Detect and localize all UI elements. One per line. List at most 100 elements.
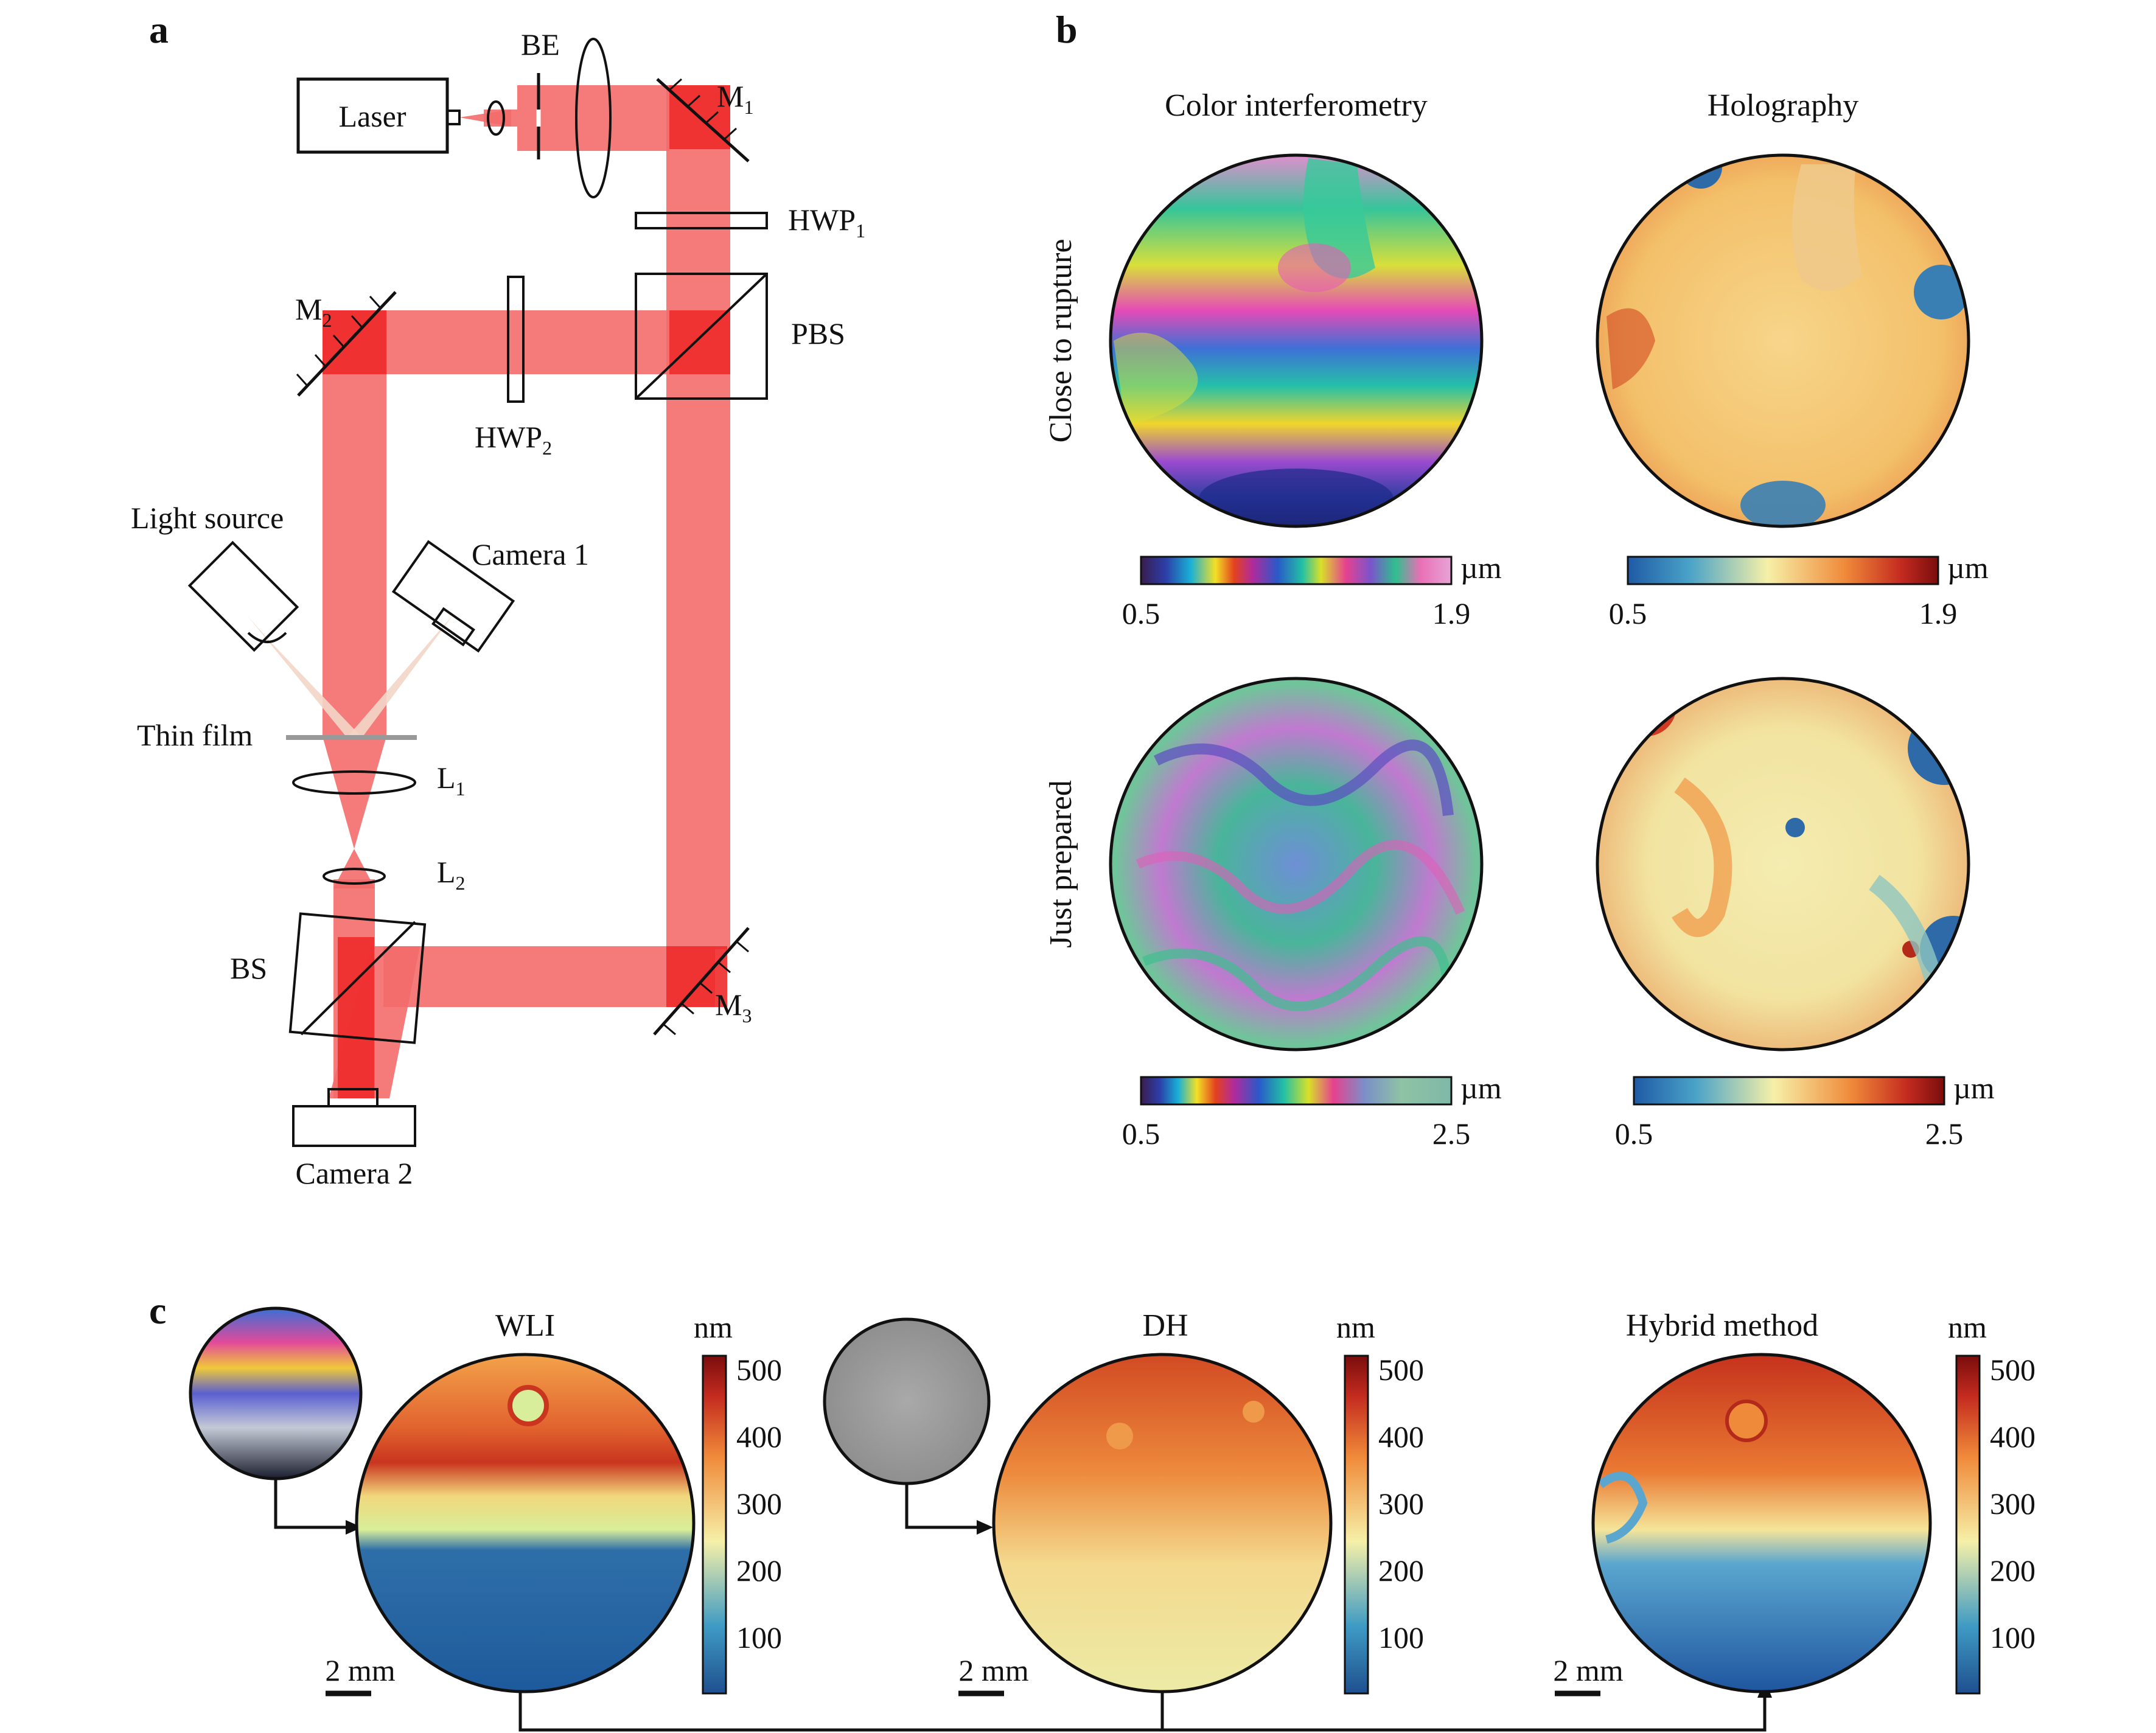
h-row2-max: 2.5 <box>1925 1117 1964 1151</box>
wli-tick-200: 200 <box>736 1553 782 1588</box>
wli-tick-300: 300 <box>736 1487 782 1521</box>
wli-tick-100: 100 <box>736 1620 782 1655</box>
hwp1-label: HWP1 <box>788 203 865 242</box>
map-hybrid <box>1591 1353 1932 1693</box>
bs-label: BS <box>230 951 267 985</box>
pbs-label: PBS <box>791 316 845 350</box>
mirror-m2 <box>296 291 397 397</box>
dh-inset <box>823 1317 993 1535</box>
h-row1-min: 0.5 <box>1609 596 1647 630</box>
m2-overlap <box>323 310 386 374</box>
map-dh <box>992 1353 1333 1693</box>
ci-row2-min: 0.5 <box>1122 1117 1160 1151</box>
colorbar-h-row2: 0.5 2.5 µm <box>1615 1071 1995 1151</box>
dh-tick-400: 400 <box>1378 1420 1424 1454</box>
m3-overlap <box>666 946 727 1007</box>
l1-label: L1 <box>437 761 466 800</box>
dh-tick-200: 200 <box>1378 1553 1424 1588</box>
h-row1-max: 1.9 <box>1919 596 1958 630</box>
hybrid-tick-100: 100 <box>1990 1620 2036 1655</box>
beam-splitter <box>288 912 427 1044</box>
camera-1 <box>391 540 515 653</box>
colorbar-h-row1: 0.5 1.9 µm <box>1609 551 1989 630</box>
hybrid-tick-300: 300 <box>1990 1487 2036 1521</box>
hybrid-title: Hybrid method <box>1626 1308 1818 1343</box>
m1-label: M1 <box>717 79 753 118</box>
mirror-m3 <box>653 927 750 1036</box>
hybrid-unit: nm <box>1948 1310 1987 1344</box>
hybrid-tick-400: 400 <box>1990 1420 2036 1454</box>
ci-row1-min: 0.5 <box>1122 596 1160 630</box>
be-lens-small <box>487 100 505 136</box>
map-holography-just-prepared <box>1596 677 1970 1051</box>
vertical-beam-left <box>323 310 386 736</box>
row-title-just-prepared: Just prepared <box>1044 780 1078 948</box>
expanded-beam <box>517 85 669 151</box>
wli-inset <box>189 1306 363 1535</box>
wli-tick-500: 500 <box>736 1353 782 1387</box>
colorbar-ci-row2: 0.5 2.5 µm <box>1122 1071 1502 1151</box>
h-row2-min: 0.5 <box>1615 1117 1653 1151</box>
ci-row2-unit: µm <box>1460 1071 1502 1105</box>
light-source <box>187 540 299 652</box>
scale-bar-dh-label: 2 mm <box>958 1653 1028 1687</box>
reference-beam <box>383 946 715 1007</box>
h-row2-unit: µm <box>1953 1071 1995 1105</box>
colorbar-wli: 500 400 300 200 100 nm <box>694 1310 782 1695</box>
map-color-interferometry-close-to-rupture <box>1109 153 1484 528</box>
column-title-color-interferometry: Color interferometry <box>1165 88 1428 123</box>
scale-bar-wli-label: 2 mm <box>325 1653 395 1687</box>
h-row1-unit: µm <box>1947 551 1989 585</box>
colorbar-ci-row1: 0.5 1.9 µm <box>1122 551 1502 630</box>
m3-label: M3 <box>715 988 752 1027</box>
scale-bar-dh: 2 mm <box>958 1653 1029 1696</box>
dh-unit: nm <box>1336 1310 1375 1344</box>
wli-tick-400: 400 <box>736 1420 782 1454</box>
panel-a-label: a <box>149 8 169 51</box>
ci-row1-unit: µm <box>1460 551 1502 585</box>
hwp1-plate <box>635 212 768 229</box>
scale-bar-hybrid-label: 2 mm <box>1553 1653 1623 1687</box>
white-light-out <box>347 615 453 737</box>
hwp2-label: HWP2 <box>475 420 552 459</box>
scale-bar-hybrid: 2 mm <box>1553 1653 1624 1696</box>
optical-setup: Laser BE M1 M2 <box>131 27 865 1190</box>
colorbar-dh: 500 400 300 200 100 nm <box>1336 1310 1424 1695</box>
dh-tick-300: 300 <box>1378 1487 1424 1521</box>
thin-film-label: Thin film <box>137 718 253 752</box>
dh-title: DH <box>1142 1308 1188 1343</box>
l2-label: L2 <box>437 855 466 894</box>
laser-label: Laser <box>338 99 406 133</box>
light-source-label: Light source <box>131 501 284 535</box>
pbs-overlap <box>669 310 730 374</box>
column-title-holography: Holography <box>1708 88 1858 123</box>
wli-unit: nm <box>694 1310 733 1344</box>
map-wli <box>355 1353 696 1693</box>
map-color-interferometry-just-prepared <box>1109 677 1484 1051</box>
m2-label: M2 <box>295 292 332 331</box>
be-label: BE <box>521 27 560 61</box>
dh-tick-500: 500 <box>1378 1353 1424 1387</box>
vertical-beam-right <box>666 85 730 949</box>
hybrid-tick-200: 200 <box>1990 1553 2036 1588</box>
camera-2-label: Camera 2 <box>296 1156 413 1190</box>
laser-aperture <box>446 110 461 125</box>
camera-2-body <box>292 1105 416 1147</box>
camera-1-label: Camera 1 <box>472 537 589 571</box>
pbs-cube <box>635 273 768 400</box>
row-title-close-to-rupture: Close to rupture <box>1044 239 1078 442</box>
wli-title: WLI <box>495 1308 555 1343</box>
lens-l2 <box>323 868 386 885</box>
lens-l1 <box>292 770 416 795</box>
ci-row2-max: 2.5 <box>1432 1117 1471 1151</box>
be-lens-large <box>575 38 612 198</box>
mirror-m1 <box>656 78 750 162</box>
panel-c-label: c <box>149 1289 166 1332</box>
dh-tick-100: 100 <box>1378 1620 1424 1655</box>
bs-overlap <box>338 937 374 1098</box>
hwp2-plate <box>507 276 525 403</box>
colorbar-hybrid: 500 400 300 200 100 nm <box>1948 1310 2036 1695</box>
scale-bar-wli: 2 mm <box>325 1653 396 1696</box>
panel-b-label: b <box>1056 8 1078 51</box>
